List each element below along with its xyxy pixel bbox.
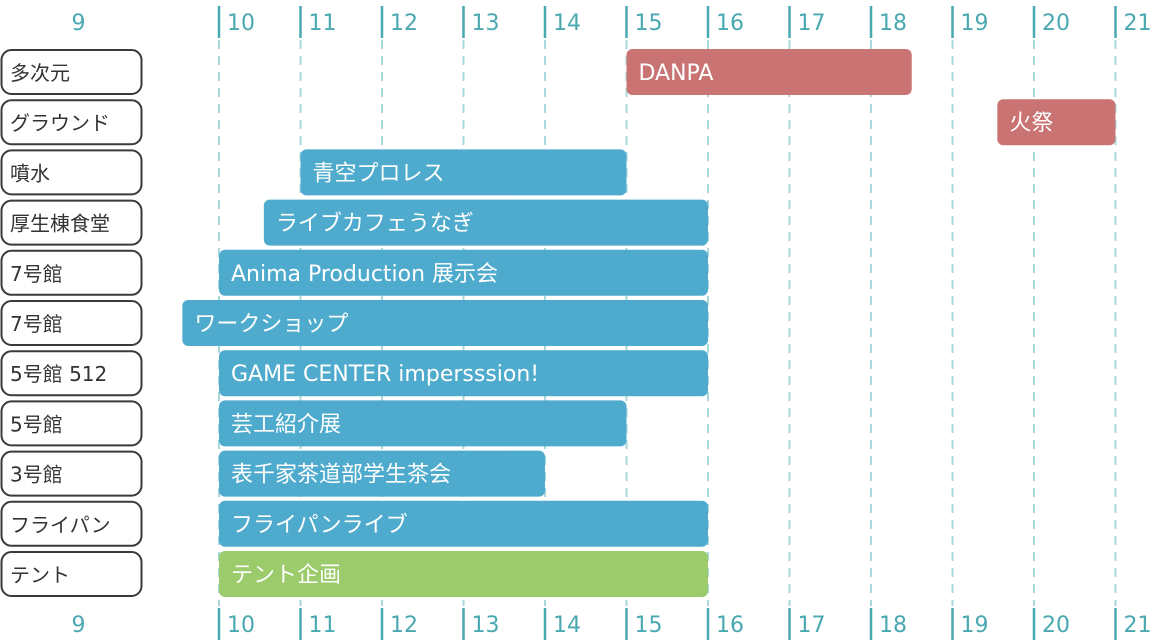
bottom-tick-label-19: 19 bbox=[961, 613, 989, 638]
event-bar-label: 火祭 bbox=[1009, 111, 1053, 136]
event-bar-0[interactable]: DANPA bbox=[626, 49, 912, 95]
row-label-box bbox=[0, 400, 143, 447]
event-bar-label: GAME CENTER impersssion! bbox=[231, 362, 539, 387]
event-bar-rect[interactable] bbox=[300, 149, 627, 196]
bottom-tick-label-21: 21 bbox=[1124, 613, 1152, 638]
event-bar-rect[interactable] bbox=[219, 249, 708, 296]
event-bar-rect[interactable] bbox=[263, 199, 708, 246]
row-label-box bbox=[0, 149, 143, 196]
bottom-tick-label-10: 10 bbox=[227, 613, 255, 638]
row-label-text: テント bbox=[10, 563, 70, 587]
top-tick-label-14: 14 bbox=[553, 11, 581, 36]
event-bar-3[interactable]: ライブカフェうなぎ bbox=[263, 199, 708, 246]
row-label-text: 多次元 bbox=[10, 61, 70, 85]
bottom-tick-label-15: 15 bbox=[635, 613, 663, 638]
event-bar-10[interactable]: テント企画 bbox=[219, 551, 708, 597]
top-tick-label-18: 18 bbox=[879, 11, 907, 36]
top-axis: 9 10 11 12 13 14 15 16 17 18 19 20 21 bbox=[72, 6, 1152, 38]
event-bar-label: テント企画 bbox=[231, 563, 341, 588]
event-bar-label: ワークショップ bbox=[194, 312, 348, 337]
row-label-box bbox=[0, 300, 143, 346]
row-label-box bbox=[0, 249, 143, 296]
row-label-text: 7号館 bbox=[10, 312, 63, 336]
row-label-box bbox=[0, 551, 143, 597]
event-bar-6[interactable]: GAME CENTER impersssion! bbox=[219, 350, 708, 397]
top-tick-label-15: 15 bbox=[635, 11, 663, 36]
event-bar-rect[interactable] bbox=[219, 450, 545, 497]
top-tick-label-17: 17 bbox=[798, 11, 826, 36]
event-bar-rect[interactable] bbox=[219, 350, 708, 397]
row-label-box bbox=[0, 199, 143, 246]
bottom-tick-label-20: 20 bbox=[1042, 613, 1070, 638]
row-label-text: グラウンド bbox=[10, 111, 110, 135]
event-bar-1[interactable]: 火祭 bbox=[997, 99, 1116, 146]
row-label-text: 3号館 bbox=[10, 463, 63, 487]
bottom-tick-label-12: 12 bbox=[390, 613, 418, 638]
event-bar-rect[interactable] bbox=[626, 49, 912, 95]
event-bar-rect[interactable] bbox=[219, 551, 708, 597]
event-bar-2[interactable]: 青空プロレス bbox=[300, 149, 627, 196]
top-tick-label-9: 9 bbox=[72, 11, 86, 36]
row-label-text: 5号館 512 bbox=[10, 362, 107, 386]
row-label-text: 5号館 bbox=[10, 412, 63, 436]
row-label-8: 3号館 bbox=[0, 450, 143, 497]
event-bar-rect[interactable] bbox=[219, 400, 627, 447]
event-bar-label: 表千家茶道部学生茶会 bbox=[231, 463, 451, 488]
row-label-box bbox=[0, 500, 143, 547]
row-label-text: 噴水 bbox=[10, 161, 50, 185]
event-bar-rect[interactable] bbox=[997, 99, 1116, 146]
row-label-text: 厚生棟食堂 bbox=[10, 212, 110, 236]
row-label-box bbox=[0, 350, 143, 397]
row-label-3: 厚生棟食堂 bbox=[0, 199, 143, 246]
row-label-box bbox=[0, 49, 143, 95]
top-tick-label-11: 11 bbox=[309, 11, 337, 36]
event-bar-7[interactable]: 芸工紹介展 bbox=[219, 400, 627, 447]
row-label-2: 噴水 bbox=[0, 149, 143, 196]
bottom-tick-label-17: 17 bbox=[798, 613, 826, 638]
event-bar-9[interactable]: フライパンライブ bbox=[219, 500, 708, 547]
row-label-text: 7号館 bbox=[10, 262, 63, 286]
event-bar-label: ライブカフェうなぎ bbox=[276, 212, 474, 237]
row-label-0: 多次元 bbox=[0, 49, 143, 95]
row-label-text: フライパン bbox=[10, 513, 111, 537]
row-label-6: 5号館 512 bbox=[0, 350, 143, 397]
bottom-tick-label-14: 14 bbox=[553, 613, 581, 638]
event-bar-8[interactable]: 表千家茶道部学生茶会 bbox=[219, 450, 545, 497]
top-tick-label-20: 20 bbox=[1042, 11, 1070, 36]
top-tick-label-12: 12 bbox=[390, 11, 418, 36]
event-bar-label: 青空プロレス bbox=[313, 161, 445, 186]
event-bar-rect[interactable] bbox=[182, 300, 708, 346]
top-tick-label-10: 10 bbox=[227, 11, 255, 36]
event-bar-label: フライパンライブ bbox=[231, 513, 408, 538]
row-label-1: グラウンド bbox=[0, 99, 143, 146]
row-label-box bbox=[0, 99, 143, 146]
event-bar-label: DANPA bbox=[639, 61, 714, 86]
row-label-4: 7号館 bbox=[0, 249, 143, 296]
top-tick-label-19: 19 bbox=[961, 11, 989, 36]
row-label-7: 5号館 bbox=[0, 400, 143, 447]
bottom-axis: 9 10 11 12 13 14 15 16 17 18 19 20 21 bbox=[72, 608, 1152, 640]
top-tick-label-16: 16 bbox=[716, 11, 744, 36]
row-label-10: テント bbox=[0, 551, 143, 597]
event-bar-rect[interactable] bbox=[219, 500, 708, 547]
row-label-5: 7号館 bbox=[0, 300, 143, 346]
bottom-tick-label-16: 16 bbox=[716, 613, 744, 638]
top-tick-label-13: 13 bbox=[472, 11, 500, 36]
event-bar-4[interactable]: Anima Production 展示会 bbox=[219, 249, 708, 296]
bottom-tick-label-18: 18 bbox=[879, 613, 907, 638]
row-label-9: フライパン bbox=[0, 500, 143, 547]
row-label-box bbox=[0, 450, 143, 497]
top-tick-label-21: 21 bbox=[1124, 11, 1152, 36]
event-bar-label: Anima Production 展示会 bbox=[231, 262, 498, 287]
bottom-tick-label-13: 13 bbox=[472, 613, 500, 638]
event-bar-label: 芸工紹介展 bbox=[231, 412, 341, 437]
bottom-tick-label-9: 9 bbox=[72, 613, 86, 638]
event-bar-5[interactable]: ワークショップ bbox=[182, 300, 708, 346]
bottom-tick-label-11: 11 bbox=[309, 613, 337, 638]
